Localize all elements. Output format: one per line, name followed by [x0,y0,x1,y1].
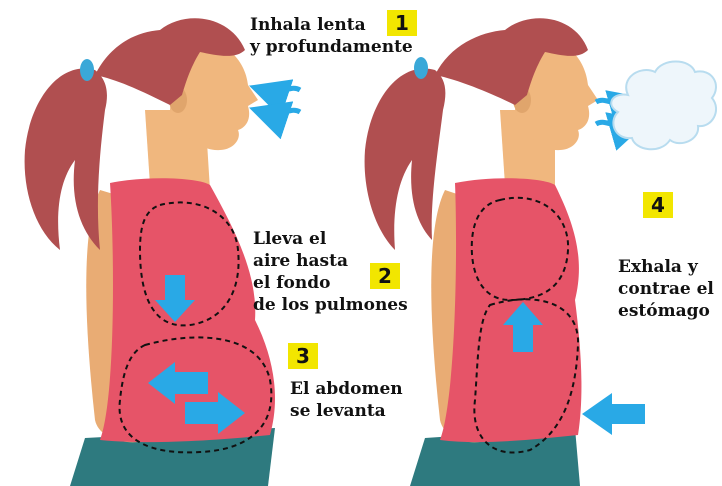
inhale-arrow-top [268,88,300,93]
step-1-line-2: y profundamente [250,36,413,58]
step-2-badge: 2 [370,263,400,289]
step-4-line-3: estómago [618,300,714,322]
step-4-line-2: contrae el [618,278,714,300]
inhale-arrow-bottom [268,110,300,115]
left-hair-tie [80,59,94,81]
step-4-text: Exhala y contrae el estómago [618,256,714,322]
step-1-badge: 1 [387,10,417,36]
step-4-badge: 4 [643,192,673,218]
step-4-line-1: Exhala y [618,256,714,278]
left-ponytail [25,68,107,250]
right-ponytail [365,68,446,250]
right-figure-exhale [365,18,716,486]
step-3-text: El abdomen se levanta [290,378,403,422]
step-2-line-1: Lleva el [253,228,408,250]
breath-cloud [611,62,716,150]
step-2-line-4: de los pulmones [253,294,408,316]
step-3-badge: 3 [288,343,318,369]
step-3-line-2: se levanta [290,400,403,422]
right-hair-tie [414,57,428,79]
step-3-line-1: El abdomen [290,378,403,400]
stomach-push-arrow [582,393,645,435]
